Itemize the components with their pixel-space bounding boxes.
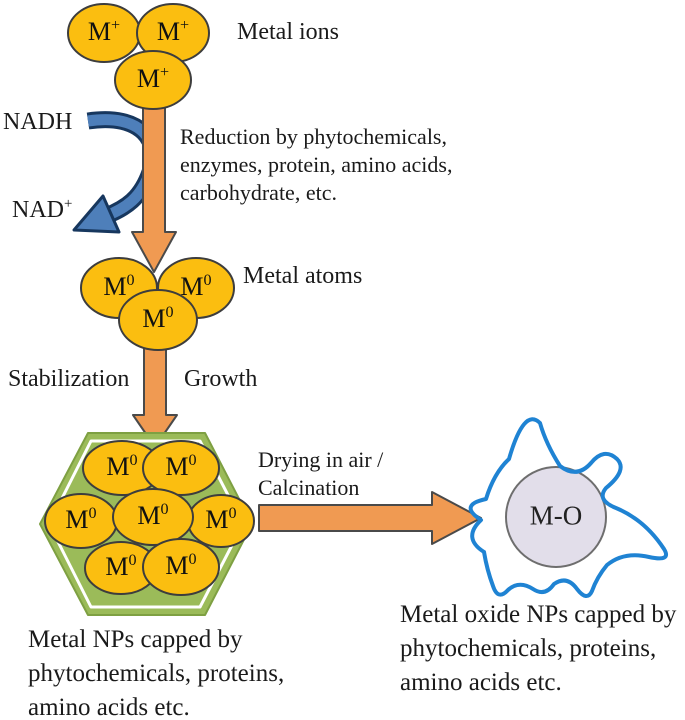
metal-np-caption-line-2: phytochemicals, proteins, xyxy=(28,660,285,687)
calcination-arrow xyxy=(258,491,482,545)
metal-oxide-core xyxy=(505,466,607,568)
metal-np-caption: Metal NPs capped by phytochemicals, prot… xyxy=(28,623,284,720)
metal-atom-label: M0 xyxy=(165,550,197,580)
capping-agent-scribble xyxy=(468,417,669,598)
reduction-line-3: carbohydrate, etc. xyxy=(180,180,337,205)
reduction-arrow xyxy=(131,99,177,273)
metal-oxide-caption-line-1: Metal oxide NPs capped by xyxy=(400,601,677,628)
metal-ions-label: Metal ions xyxy=(237,19,339,45)
metal-atom-label: M0 xyxy=(180,271,212,301)
nad-plus-label: NAD+ xyxy=(12,196,73,223)
metal-oxide-caption-line-3: amino acids etc. xyxy=(400,669,562,696)
metal-ion-label: M+ xyxy=(136,63,170,93)
metal-atom-label: M0 xyxy=(205,504,237,534)
metal-atom-label: M0 xyxy=(105,551,137,581)
metal-atoms-label: Metal atoms xyxy=(243,263,363,289)
metal-atom-label: M0 xyxy=(106,451,138,481)
metal-oxide-caption-line-2: phytochemicals, proteins, xyxy=(400,635,657,662)
drying-line-2: Calcination xyxy=(258,475,360,500)
metal-atom-label: M0 xyxy=(103,271,135,301)
metal-ion-cluster xyxy=(67,3,210,110)
metal-atom-label: M0 xyxy=(142,303,174,333)
nanoparticle-atoms xyxy=(44,440,255,596)
metal-oxide-caption: Metal oxide NPs capped by phytochemicals… xyxy=(400,598,676,700)
metal-oxide-label: M-O xyxy=(529,500,583,531)
reduction-annotation: Reduction by phytochemicals, enzymes, pr… xyxy=(180,123,452,207)
metal-atom-label: M0 xyxy=(165,451,197,481)
stabilization-label: Stabilization xyxy=(8,366,130,392)
metal-np-caption-line-3: amino acids etc. xyxy=(28,694,190,720)
metal-ion-label: M+ xyxy=(156,16,190,46)
growth-arrow xyxy=(132,347,178,448)
drying-annotation: Drying in air / Calcination xyxy=(258,446,383,502)
reduction-line-2: enzymes, protein, amino acids, xyxy=(180,152,453,177)
nadh-curved-arrow xyxy=(72,111,162,234)
metal-np-caption-line-1: Metal NPs capped by xyxy=(28,626,243,653)
metal-atom-label: M0 xyxy=(65,504,97,534)
growth-label: Growth xyxy=(184,366,258,392)
nadh-label: NADH xyxy=(3,109,73,135)
reduction-line-1: Reduction by phytochemicals, xyxy=(180,124,447,149)
metal-atom-cluster xyxy=(80,257,235,351)
drying-line-1: Drying in air / xyxy=(258,447,384,472)
metal-ion-label: M+ xyxy=(87,16,121,46)
metal-atom-label: M0 xyxy=(137,500,169,530)
